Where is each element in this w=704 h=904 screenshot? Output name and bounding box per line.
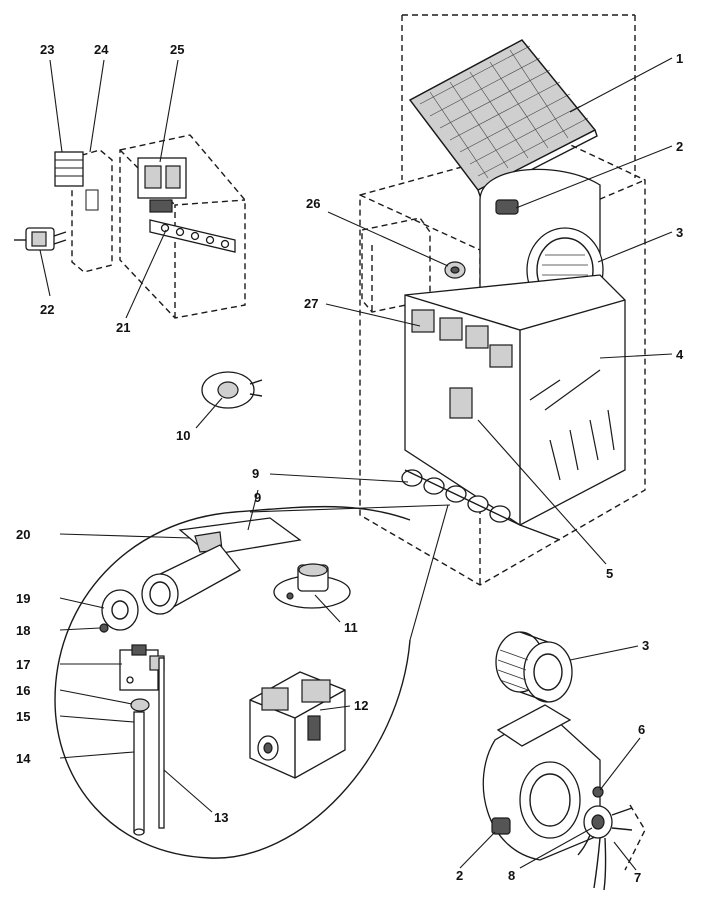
relay-part xyxy=(137,157,187,213)
callout-16: 16 xyxy=(16,683,30,698)
air-filter-part xyxy=(408,39,598,197)
terminal-strip-part xyxy=(149,219,236,253)
callout-21: 21 xyxy=(116,320,130,335)
motor-wiring-part xyxy=(577,804,646,891)
callout-25: 25 xyxy=(170,42,184,57)
heat-exchanger-assembly xyxy=(401,274,626,541)
callout-4: 4 xyxy=(676,347,684,362)
door-switch-part xyxy=(14,227,67,251)
callout-15: 15 xyxy=(16,709,30,724)
callout-13: 13 xyxy=(214,810,228,825)
blower-motor-part xyxy=(583,805,633,839)
callout-3: 3 xyxy=(676,225,683,240)
igniter-bracket-part xyxy=(119,644,165,691)
callout-27: 27 xyxy=(304,296,318,311)
callout-14: 14 xyxy=(16,751,31,766)
callout-labels: 1 2 3 4 5 6 7 8 2 3 9 9 10 11 12 13 14 1… xyxy=(16,42,684,885)
callout-5: 5 xyxy=(606,566,613,581)
screw-part xyxy=(99,623,109,633)
burner-detail-circle xyxy=(54,504,451,859)
leader-lines xyxy=(39,57,673,871)
callout-17: 17 xyxy=(16,657,30,672)
callout-3b: 3 xyxy=(642,638,649,653)
callout-20: 20 xyxy=(16,527,30,542)
limit-switch-top-part xyxy=(444,261,466,279)
callout-9b: 9 xyxy=(254,490,261,505)
callout-6: 6 xyxy=(638,722,645,737)
callout-10: 10 xyxy=(176,428,190,443)
callout-22: 22 xyxy=(40,302,54,317)
callout-7: 7 xyxy=(634,870,641,885)
exchanger-ports-part xyxy=(411,309,513,368)
nut-part xyxy=(130,698,150,712)
burner-bracket-part xyxy=(178,517,302,556)
burner-tube-part xyxy=(141,544,241,615)
callout-19: 19 xyxy=(16,591,30,606)
control-box-assembly xyxy=(54,134,246,319)
callout-23: 23 xyxy=(40,42,54,57)
callout-1: 1 xyxy=(676,51,683,66)
callout-18: 18 xyxy=(16,623,30,638)
blower-bracket-part xyxy=(495,199,519,215)
callout-11: 11 xyxy=(344,620,358,635)
terminal-block-part xyxy=(54,151,84,187)
gas-valve-part xyxy=(249,671,346,779)
callout-12: 12 xyxy=(354,698,368,713)
rollout-switch-part xyxy=(201,371,263,409)
blower-housing-part xyxy=(482,704,601,861)
flame-sensor-part xyxy=(158,657,165,829)
blower-wheel-part xyxy=(495,631,573,703)
orifice-disc-part xyxy=(101,589,139,631)
callout-2: 2 xyxy=(676,139,683,154)
igniter-tube-part xyxy=(133,711,145,836)
burner-openings-part xyxy=(401,469,511,523)
callout-26: 26 xyxy=(306,196,320,211)
limit-switch-part xyxy=(273,563,351,609)
callout-8: 8 xyxy=(508,868,515,883)
callout-24: 24 xyxy=(94,42,109,57)
callout-9: 9 xyxy=(252,466,259,481)
callout-2b: 2 xyxy=(456,868,463,883)
